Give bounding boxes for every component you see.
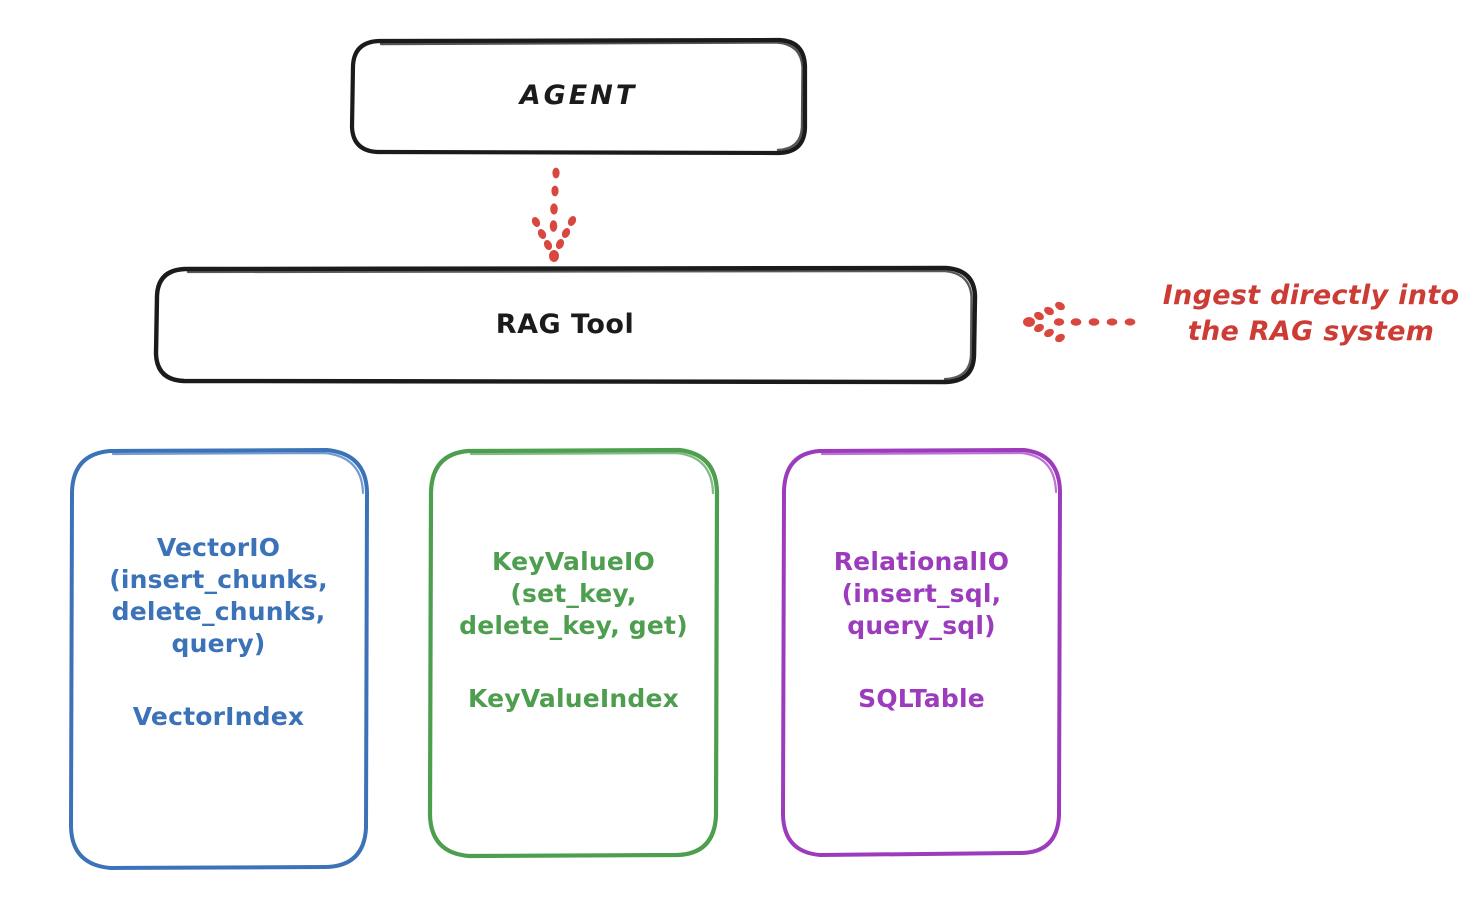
annotation-ingest-directly: Ingest directly into the RAG system [1162,280,1460,347]
rag-tool-box-outline [153,265,978,385]
vector-io-api-label: VectorIO (insert_chunks, delete_chunks, … [109,533,328,658]
key-value-io-api-label: KeyValueIO (set_key, delete_key, get) [459,547,688,640]
relational-io-index-label: SQLTable [858,684,985,713]
node-key-value-io[interactable]: KeyValueIO (set_key, delete_key, get) Ke… [430,450,717,856]
key-value-io-box-outline [427,447,720,859]
key-value-io-content: KeyValueIO (set_key, delete_key, get) Ke… [430,546,717,713]
vector-io-box-outline [69,448,369,870]
connector-agent-to-rag-tool [531,167,577,262]
relational-io-box-outline [781,448,1062,857]
node-agent[interactable]: AGENT [352,40,805,153]
node-vector-io[interactable]: VectorIO (insert_chunks, delete_chunks, … [70,450,367,868]
rag-tool-label: RAG Tool [495,308,635,340]
relational-io-content: RelationalIO (insert_sql, query_sql) SQL… [783,546,1060,713]
vector-io-index-label: VectorIndex [132,702,305,731]
relational-io-api-label: RelationalIO (insert_sql, query_sql) [833,547,1010,640]
node-relational-io[interactable]: RelationalIO (insert_sql, query_sql) SQL… [783,450,1060,855]
agent-label: AGENT [519,80,638,112]
node-rag-tool[interactable]: RAG Tool [155,268,975,382]
connector-ingest-to-rag-tool [1023,301,1136,343]
agent-box-outline [349,37,808,156]
vector-io-content: VectorIO (insert_chunks, delete_chunks, … [70,532,367,731]
key-value-io-index-label: KeyValueIndex [467,684,680,713]
